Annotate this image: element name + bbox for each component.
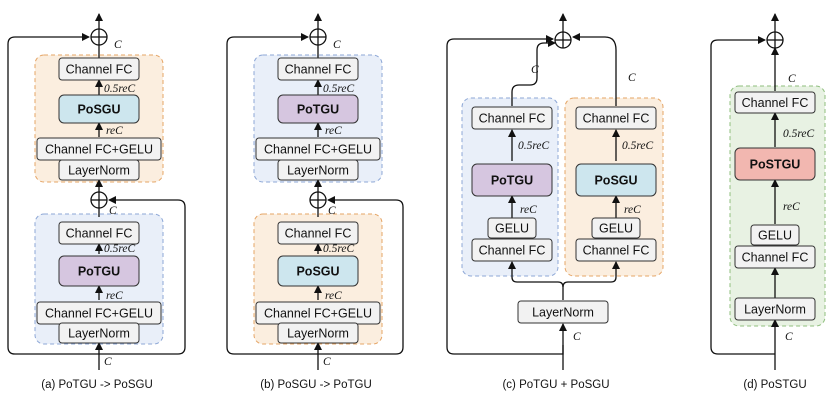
channel-fc-gelu-label: Channel FC+GELU [264, 307, 372, 321]
gelu-label: GELU [758, 229, 792, 243]
dim-label-c: C [785, 331, 793, 343]
channel-fc-gelu-label: Channel FC+GELU [264, 143, 372, 157]
potgu-block [471, 163, 553, 197]
layernorm-block [734, 297, 816, 321]
caption-c: (c) PoTGU + PoSGU [502, 379, 609, 391]
caption-d: (d) PoSTGU [743, 379, 806, 391]
dim-label-rec: reC [624, 204, 641, 216]
caption-b: (b) PoSGU -> PoTGU [260, 379, 372, 391]
dim-label-half-rec: 0.5reC [783, 128, 815, 140]
channel-fc-label: Channel FC [66, 227, 133, 241]
dim-label-c: C [109, 205, 117, 217]
dim-label-c: C [328, 205, 336, 217]
posgu-block [277, 255, 359, 287]
layernorm-label: LayerNorm [68, 164, 130, 178]
channel-fc-block [58, 57, 140, 81]
layernorm-label: LayerNorm [287, 327, 349, 341]
dim-label-c: C [788, 73, 796, 85]
dim-label-c: C [573, 331, 581, 343]
channel-fc-label: Channel FC [479, 112, 546, 126]
channel-fc-label: Channel FC [285, 63, 352, 77]
dim-label-c: C [531, 64, 539, 76]
potgu-block [58, 255, 140, 287]
dim-label-c: C [628, 72, 636, 84]
channel-fc-label: Channel FC [742, 251, 809, 265]
add-icon [90, 191, 108, 209]
channel-fc-block [471, 238, 553, 262]
caption-a: (a) PoTGU -> PoSGU [41, 379, 153, 391]
panel-a: Channel FC PoSGU Channel FC+GELU LayerNo… [7, 13, 186, 391]
potgu-label: PoTGU [491, 174, 533, 188]
dim-label-c: C [323, 356, 331, 368]
potgu-label: PoTGU [78, 265, 120, 279]
dim-label-c: C [104, 356, 112, 368]
add-icon [309, 28, 327, 46]
layernorm-block [517, 300, 609, 324]
dim-label-c: C [114, 39, 122, 51]
channel-fc-label: Channel FC [479, 244, 546, 258]
dim-label-half-rec: 0.5reC [323, 83, 355, 95]
dim-label-rec: reC [106, 290, 123, 302]
posgu-label: PoSGU [594, 174, 637, 188]
posgu-label: PoSGU [77, 103, 120, 117]
channel-fc-block [471, 106, 553, 130]
channel-fc-block [575, 106, 657, 130]
channel-fc-block [734, 245, 816, 269]
dim-label-c: C [333, 39, 341, 51]
panel-c: Channel FC Channel FC PoTGU PoSGU GELU G… [446, 13, 664, 391]
channel-fc-label: Channel FC [66, 63, 133, 77]
channel-fc-block [58, 221, 140, 245]
add-icon [309, 191, 327, 209]
add-icon [554, 31, 572, 49]
channel-fc-label: Channel FC [742, 96, 809, 110]
layernorm-block [58, 322, 140, 344]
add-icon [90, 28, 108, 46]
group-box [729, 85, 826, 327]
dim-label-rec: reC [106, 125, 123, 137]
layernorm-block [277, 159, 359, 181]
gelu-block [591, 217, 641, 239]
dim-label-rec: reC [325, 290, 342, 302]
channel-fc-label: Channel FC [285, 227, 352, 241]
add-icon [766, 31, 784, 49]
dim-label-half-rec: 0.5reC [622, 140, 654, 152]
layernorm-label: LayerNorm [744, 303, 806, 317]
postgu-label: PoSTGU [750, 158, 801, 172]
postgu-block [734, 147, 816, 181]
posgu-block [58, 94, 140, 124]
layernorm-label: LayerNorm [68, 327, 130, 341]
dim-label-half-rec: 0.5reC [104, 243, 136, 255]
posgu-block [575, 163, 657, 197]
potgu-block [277, 94, 359, 124]
layernorm-label: LayerNorm [287, 164, 349, 178]
panel-d: Channel FC PoSTGU GELU Channel FC LayerN… [710, 13, 826, 391]
dim-label-half-rec: 0.5reC [104, 83, 136, 95]
gelu-block [487, 217, 537, 239]
dim-label-rec: reC [520, 204, 537, 216]
channel-fc-label: Channel FC [583, 112, 650, 126]
layernorm-block [277, 322, 359, 344]
channel-fc-block [277, 57, 359, 81]
channel-fc-block [734, 91, 816, 114]
panel-b: Channel FC PoTGU Channel FC+GELU LayerNo… [226, 13, 404, 391]
dim-label-rec: reC [783, 201, 800, 213]
potgu-label: PoTGU [297, 103, 339, 117]
channel-fc-gelu-label: Channel FC+GELU [45, 307, 153, 321]
posgu-label: PoSGU [296, 265, 339, 279]
channel-fc-gelu-label: Channel FC+GELU [45, 143, 153, 157]
channel-fc-block [575, 238, 657, 262]
dim-label-half-rec: 0.5reC [323, 243, 355, 255]
dim-label-rec: reC [325, 125, 342, 137]
gelu-label: GELU [495, 222, 529, 236]
layernorm-label: LayerNorm [532, 306, 594, 320]
gelu-block [750, 224, 800, 246]
dim-label-half-rec: 0.5reC [518, 140, 550, 152]
channel-fc-block [277, 221, 359, 245]
layernorm-block [58, 159, 140, 181]
channel-fc-label: Channel FC [583, 244, 650, 258]
gelu-label: GELU [599, 222, 633, 236]
